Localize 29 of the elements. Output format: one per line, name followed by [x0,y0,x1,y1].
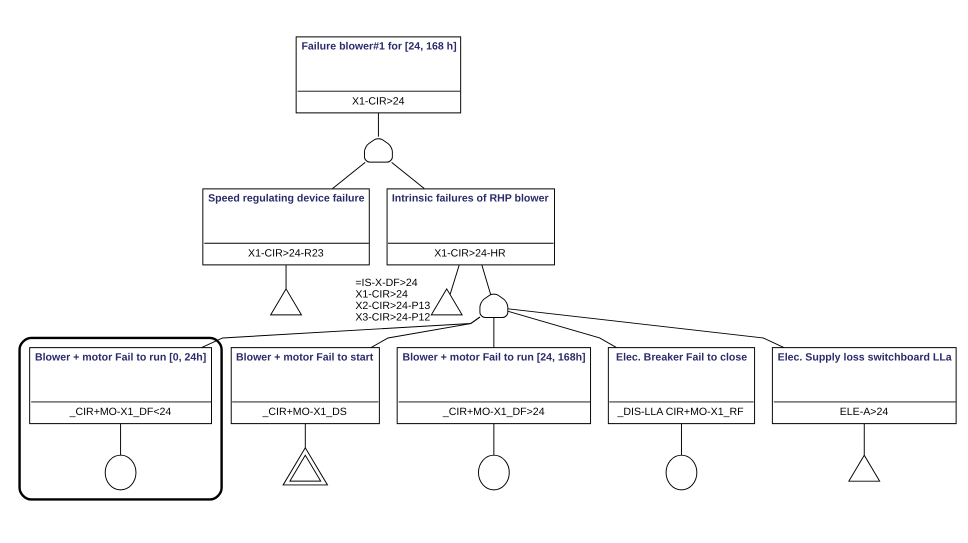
node-gate [364,138,393,162]
node-gate [479,293,508,318]
node-label: =IS-X-DF>24 [355,276,418,288]
node-label: X1-CIR>24 [355,288,408,300]
node-triangle [848,454,880,482]
node-circle [478,454,510,490]
connector [201,316,480,348]
connector [508,310,617,348]
connector [120,422,122,455]
connector [507,308,784,348]
connector [481,264,492,294]
connector [493,422,494,455]
node-label: X2-CIR>24-P13 [355,299,430,312]
node-circle [104,454,136,490]
node-triangle [430,287,463,315]
connector [332,161,366,189]
connector [304,422,306,448]
connector [493,316,494,348]
connector [378,112,379,137]
node-triangle [270,287,302,315]
node-circle [666,454,698,490]
connector [391,161,425,189]
node-triangle [282,446,328,485]
cluster [18,336,223,500]
node-label: X3-CIR>24-P12 [355,310,430,323]
connector [680,422,682,455]
connector [286,264,287,289]
connector [450,264,460,294]
connector [864,422,865,455]
